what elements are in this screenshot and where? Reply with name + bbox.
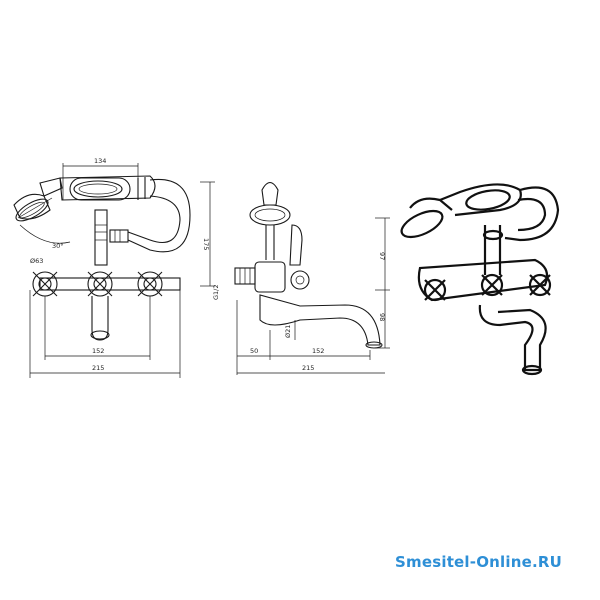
iso-handle-left	[423, 278, 447, 302]
front-view: 134 30°	[13, 157, 215, 378]
dim-reach: 152	[312, 347, 324, 355]
isometric-view	[400, 183, 560, 376]
dim-handle: Ø63	[30, 257, 43, 265]
dim-lower: 98	[378, 313, 386, 321]
front-spout	[91, 296, 109, 341]
dim-upper: 97	[378, 252, 386, 260]
iso-handle-center	[480, 273, 504, 297]
side-spout	[259, 294, 381, 346]
dim-total-side: 215	[302, 364, 314, 372]
center-handle	[87, 271, 113, 297]
handset-cradle	[59, 175, 156, 201]
dim-spout: Ø21	[284, 325, 292, 338]
dim-angle: 30°	[52, 242, 64, 250]
left-handle	[32, 271, 58, 297]
watermark: Smesitel-Online.RU	[395, 553, 562, 571]
right-handle	[137, 271, 163, 297]
dim-total-front: 215	[92, 364, 104, 372]
hand-shower-head	[13, 177, 63, 222]
shower-hose	[127, 178, 191, 253]
dim-height: 175	[202, 238, 210, 250]
dim-offset: 50	[250, 347, 258, 355]
side-view: G1/2 97 98 Ø21 50 152 215	[212, 181, 390, 375]
dim-thread: G1/2	[212, 285, 220, 301]
dim-top-width: 134	[94, 157, 106, 165]
dim-centers: 152	[92, 347, 104, 355]
iso-handle-right	[528, 273, 552, 297]
